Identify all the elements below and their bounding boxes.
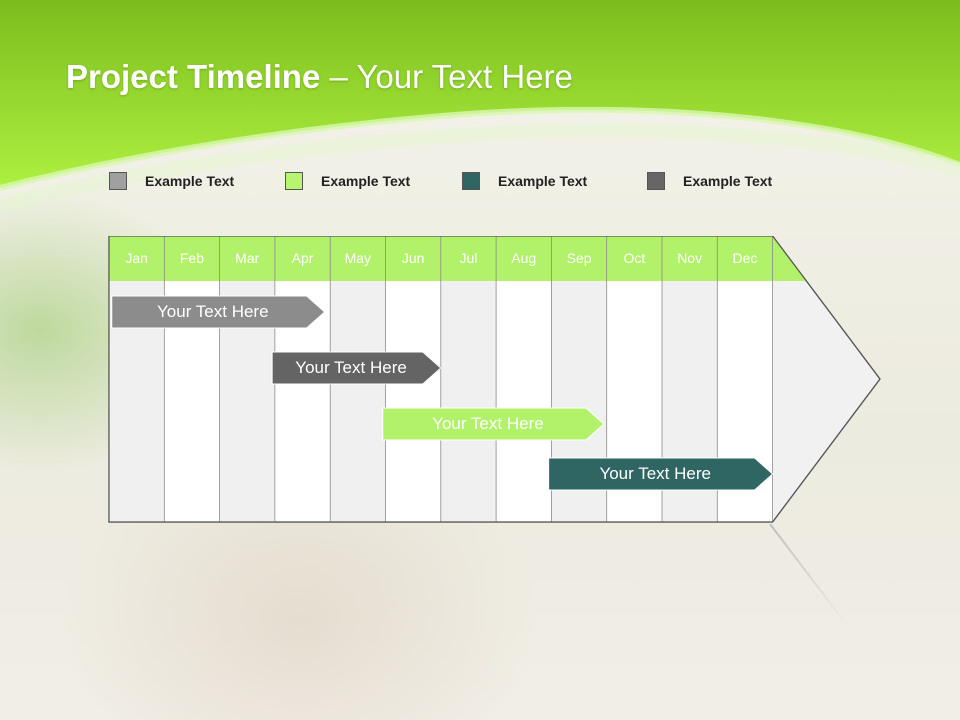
timeline-outline — [108, 236, 881, 523]
month-column — [440, 281, 497, 522]
month-label-dec: Dec — [732, 250, 758, 266]
legend-item-2: Example Text — [285, 171, 410, 191]
legend-swatch — [647, 172, 665, 190]
legend-label: Example Text — [145, 173, 235, 189]
month-label-mar: Mar — [235, 250, 260, 266]
legend-swatch — [285, 172, 303, 190]
task-arrow-shape — [548, 457, 774, 491]
task-bar — [271, 351, 442, 385]
legend-item-1: Example Text — [109, 171, 234, 191]
task-label: Your Text Here — [157, 302, 269, 321]
month-column — [330, 281, 386, 522]
task-label: Your Text Here — [432, 414, 544, 433]
task-bar — [382, 407, 605, 441]
legend-label: Example Text — [683, 173, 773, 189]
title-bold: Project Timeline — [66, 58, 321, 95]
legend-swatch — [109, 172, 127, 190]
month-label-oct: Oct — [623, 250, 646, 266]
chart-reflection — [108, 524, 847, 625]
task-arrow-shape — [111, 295, 326, 329]
legend-item-4: Example Text — [647, 171, 772, 191]
month-column — [385, 281, 441, 522]
legend-label: Example Text — [498, 173, 588, 189]
task-label: Your Text Here — [599, 464, 711, 483]
legend-swatch — [462, 172, 480, 190]
task-label: Your Text Here — [295, 358, 407, 377]
month-label-jan: Jan — [125, 250, 148, 266]
month-label-nov: Nov — [677, 250, 703, 266]
month-column — [496, 281, 552, 522]
month-label-jul: Jul — [459, 250, 478, 266]
task-bar — [548, 457, 774, 491]
timeline-grid — [108, 236, 881, 523]
month-header-bar — [109, 236, 807, 281]
title-rest: – Your Text Here — [320, 58, 573, 95]
month-label-apr: Apr — [291, 250, 314, 266]
month-label-may: May — [344, 250, 372, 266]
task-arrow-shape — [271, 351, 442, 385]
task-bar — [111, 295, 326, 329]
month-label-jun: Jun — [401, 250, 425, 266]
month-label-feb: Feb — [179, 250, 204, 266]
page-title: Project Timeline – Your Text Here — [66, 58, 573, 96]
legend-label: Example Text — [321, 173, 411, 189]
legend-item-3: Example Text — [462, 171, 587, 191]
task-arrow-shape — [382, 407, 605, 441]
month-label-sep: Sep — [566, 250, 592, 266]
month-label-aug: Aug — [511, 250, 537, 266]
